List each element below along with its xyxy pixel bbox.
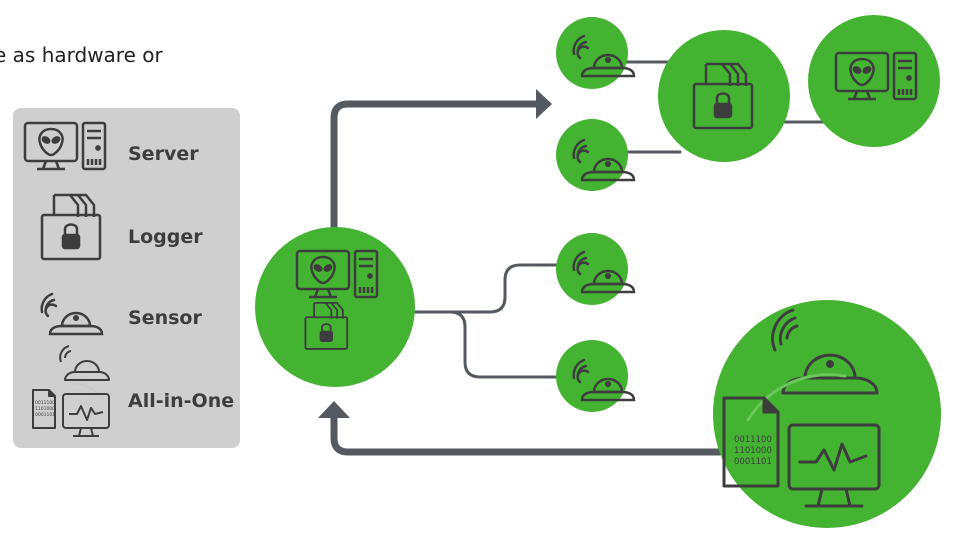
all-in-one-node-icon bbox=[722, 308, 881, 508]
sensor-node-4[interactable] bbox=[556, 340, 628, 412]
legend-sensor-label: Sensor bbox=[128, 307, 202, 329]
server-node[interactable] bbox=[808, 15, 940, 147]
legend-all-in-one-label: All-in-One bbox=[128, 390, 235, 412]
uplink-arrow-head bbox=[536, 89, 552, 119]
legend-binary-3: 0001101 bbox=[35, 412, 55, 418]
sensor-node-3[interactable] bbox=[556, 233, 628, 305]
sensor-node-1[interactable] bbox=[556, 17, 628, 89]
return-arrow-line bbox=[330, 411, 744, 456]
legend-panel: 0011100 1101000 0001101 Server Logger Se… bbox=[13, 108, 240, 448]
binary-line-1: 0011100 bbox=[734, 435, 772, 445]
return-arrow-head bbox=[318, 401, 350, 418]
legend-binary-2: 1101000 bbox=[35, 406, 55, 412]
legend-server-label: Server bbox=[128, 143, 199, 165]
all-in-one-node[interactable] bbox=[713, 300, 941, 528]
intro-text: e as hardware or bbox=[0, 43, 163, 67]
binary-line-2: 1101000 bbox=[734, 446, 772, 456]
logger-node[interactable] bbox=[658, 30, 790, 162]
legend-binary-1: 0011100 bbox=[35, 400, 55, 406]
legend-logger-label: Logger bbox=[128, 226, 203, 248]
link-hub-sensor-4 bbox=[410, 310, 562, 379]
legend-all-in-one-icon: 0011100 1101000 0001101 bbox=[32, 345, 110, 437]
link-hub-sensor-3 bbox=[410, 263, 562, 314]
uplink-arrow-line bbox=[330, 100, 540, 236]
legend-icons: 0011100 1101000 0001101 bbox=[23, 121, 110, 437]
binary-line-3: 0001101 bbox=[734, 457, 772, 467]
